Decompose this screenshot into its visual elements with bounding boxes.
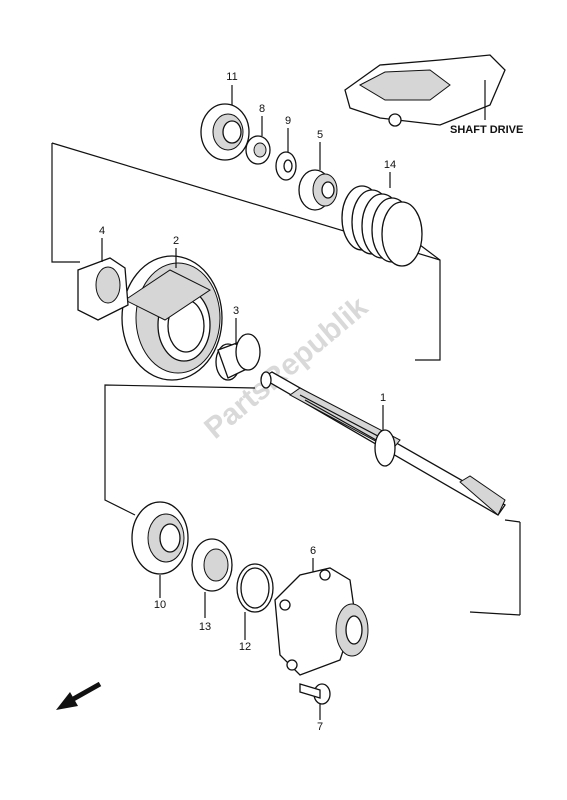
spring-part-14 [341,185,423,267]
callout-14: 14 [384,159,396,171]
callout-13: 13 [199,621,211,633]
callout-numbers: 11 8 9 5 14 4 2 3 1 6 10 13 12 7 [99,71,396,733]
bolt-part-7 [299,683,331,705]
bearing-part-11 [200,103,250,161]
callout-leaders [101,85,391,720]
callout-1: 1 [380,392,386,404]
oring-part-12 [236,563,274,613]
shaft-main [260,371,506,516]
bearing-part-8 [245,135,271,165]
bushing-part-5 [298,169,338,211]
housing-part-6 [274,567,369,676]
callout-8: 8 [259,103,265,115]
bearing-part-10 [131,501,189,575]
callout-7: 7 [317,721,323,733]
callout-4: 4 [99,225,105,237]
callout-11: 11 [226,71,237,83]
washer-part-9 [275,151,297,181]
seal-part-13 [191,538,233,592]
clutch-part-4 [77,257,129,321]
callout-9: 9 [285,115,291,127]
lower-assembly-outline [104,384,521,616]
callout-2: 2 [173,235,179,247]
callout-12: 12 [239,641,251,653]
callout-10: 10 [154,599,166,611]
front-direction-arrow-icon [56,681,102,710]
shaft-drive-caption: SHAFT DRIVE [450,124,523,136]
gear-part-2 [121,255,223,381]
callout-5: 5 [317,129,323,141]
callout-3: 3 [233,305,239,317]
collar-part-3 [215,333,261,381]
shaft-drive-thumbnail [344,54,506,127]
callout-6: 6 [310,545,316,557]
